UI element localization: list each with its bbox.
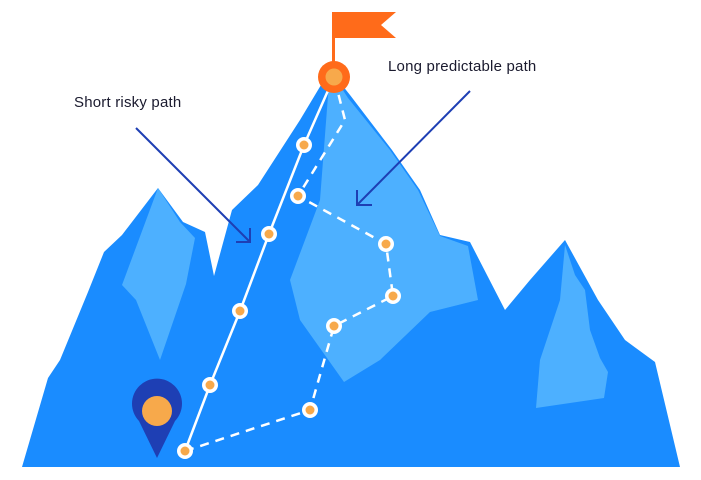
waypoint (290, 188, 306, 204)
short-risky-path-line (183, 76, 336, 452)
waypoint (232, 303, 248, 319)
long-predictable-path-label: Long predictable path (388, 58, 537, 75)
waypoint (385, 288, 401, 304)
waypoint (202, 377, 218, 393)
waypoint (302, 402, 318, 418)
long-path-arrow (356, 90, 471, 206)
start-waypoint (177, 443, 193, 459)
short-path-arrow (135, 127, 251, 243)
short-path-waypoints (202, 137, 312, 393)
mountain-face-right (536, 245, 608, 408)
waypoint (261, 226, 277, 242)
waypoint (378, 236, 394, 252)
waypoint (326, 318, 342, 334)
flag-icon (318, 12, 396, 93)
long-predictable-path-line (184, 76, 395, 453)
mountain-face-left (122, 188, 195, 360)
long-path-waypoints (290, 188, 401, 418)
short-risky-path-label: Short risky path (74, 94, 182, 111)
mountain-face-center (290, 70, 478, 382)
waypoint (296, 137, 312, 153)
location-pin-icon (132, 378, 182, 458)
